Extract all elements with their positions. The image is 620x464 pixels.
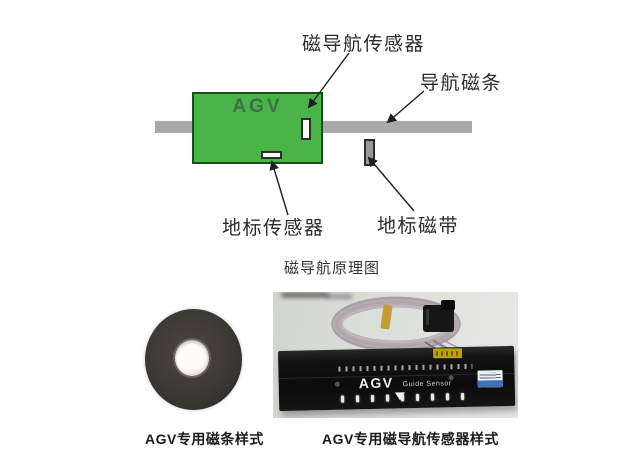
tape-photo-caption: AGV专用磁条样式 (145, 431, 264, 447)
channel-number-row (338, 363, 473, 372)
guide-sensor-device: AGV Guide Sensor (278, 345, 516, 411)
arrow-landmark-tape (367, 156, 415, 212)
magnetic-nav-sensor-marker (301, 118, 311, 140)
photo-edge-smudge (325, 294, 353, 299)
tape-roll-hole (175, 340, 209, 376)
yellow-sticker (433, 348, 463, 359)
magnetic-tape-roll-photo (145, 309, 242, 410)
cable-connector (423, 305, 454, 332)
landmark-tape-marker (364, 139, 375, 166)
callout-magnetic-nav-sensor: 磁导航传感器 (302, 34, 426, 55)
device-model-text: Guide Sensor (402, 380, 452, 389)
landmark-sensor-marker (261, 151, 282, 159)
photo-edge-smudge (281, 292, 329, 298)
led-indicator-row (340, 392, 465, 403)
sensor-photo-caption: AGV专用磁导航传感器样式 (322, 431, 499, 447)
arrow-nav-strip (386, 90, 425, 124)
device-brand-text: AGV (358, 374, 394, 392)
ribbon-cable-coil (331, 296, 476, 359)
callout-navigation-strip: 导航磁条 (420, 73, 503, 94)
screw (334, 381, 340, 387)
spec-label (477, 370, 503, 388)
callout-landmark-sensor: 地标传感器 (222, 218, 325, 239)
schematic-caption: 磁导航原理图 (284, 260, 381, 277)
guide-sensor-photo: AGV Guide Sensor (273, 292, 518, 418)
arrow-landmark-sensor (269, 160, 289, 216)
callout-landmark-tape: 地标磁带 (377, 216, 460, 237)
agv-body-label: AGV (232, 96, 283, 117)
cable-tie (380, 304, 393, 330)
